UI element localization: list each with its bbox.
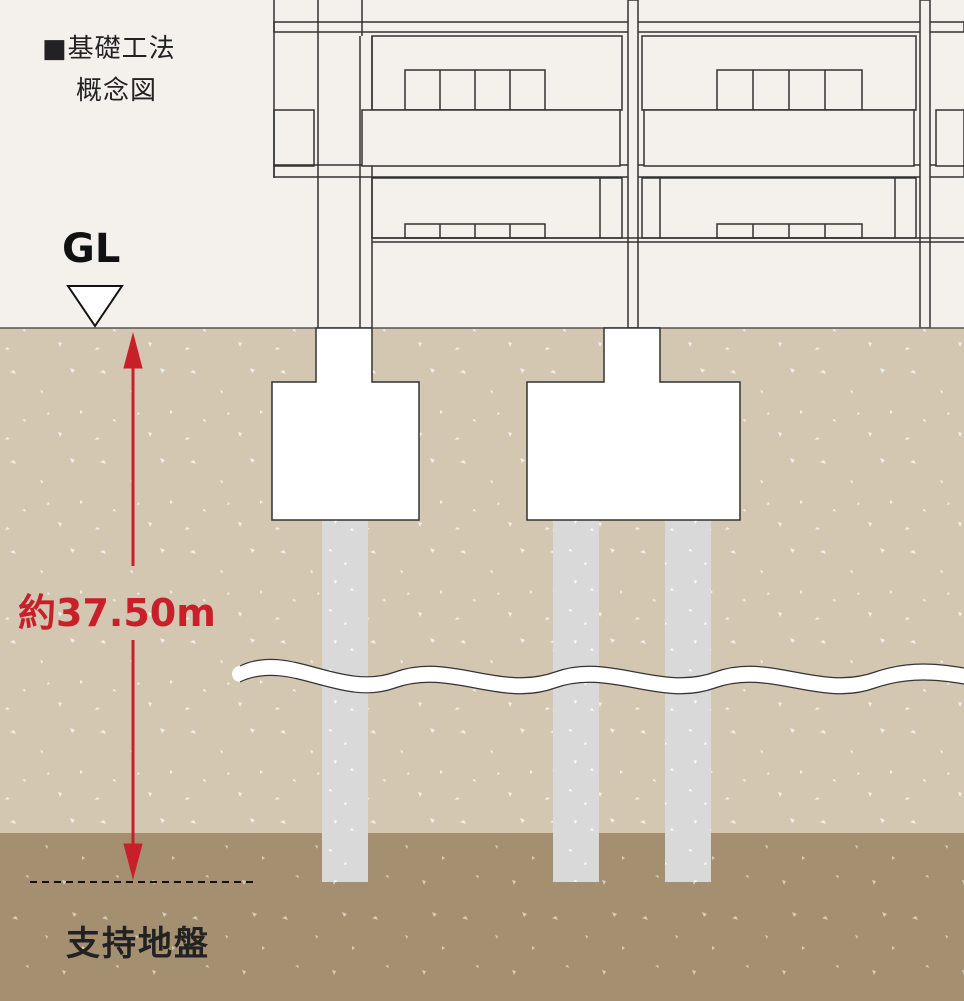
footing-left	[271, 327, 420, 521]
depth-break-line	[232, 659, 964, 694]
bearing-layer-label: 支持地盤	[66, 924, 210, 964]
pile-middle	[553, 520, 599, 882]
pile-right	[665, 520, 711, 882]
footing-right	[526, 327, 741, 521]
dimension-arrow-icon	[123, 332, 143, 880]
ground-level-label: GL	[62, 226, 121, 272]
depth-dimension-label: 約37.50m	[18, 591, 216, 635]
gl-marker-triangle-icon	[66, 285, 124, 328]
bearing-soil-layer	[0, 833, 964, 1001]
diagram-title-line1: ■基礎工法	[42, 34, 176, 64]
diagram-title-line2: 概念図	[76, 76, 158, 106]
upper-soil-layer	[0, 328, 964, 833]
pile-left	[322, 520, 368, 882]
